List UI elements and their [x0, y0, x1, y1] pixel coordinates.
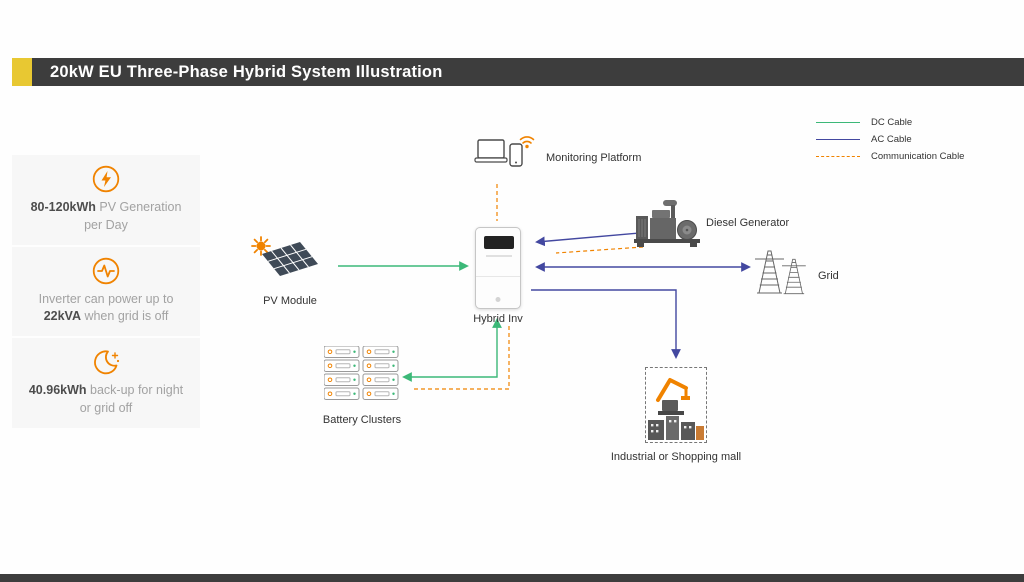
night-moon-icon [94, 350, 120, 375]
dc-cable-battery-to-inverter [402, 318, 502, 382]
diesel-generator [633, 192, 703, 255]
card-backup-power-text: Inverter can power up to 22kVA when grid… [38, 291, 174, 324]
title-bar: 20kW EU Three-Phase Hybrid System Illust… [32, 58, 1024, 86]
legend-item-comm: Communication Cable [816, 148, 964, 165]
pv-module: PV Module [250, 234, 330, 307]
grid-label: Grid [818, 270, 839, 282]
monitoring-platform-label: Monitoring Platform [546, 152, 642, 164]
ac-cable-inverter-to-load [531, 289, 681, 359]
page-title: 20kW EU Three-Phase Hybrid System Illust… [50, 62, 443, 81]
solar-panel-icon [251, 236, 318, 276]
legend-item-dc: DC Cable [816, 114, 964, 131]
comm-cable-generator [555, 246, 644, 254]
hybrid-inverter-label: Hybrid Inv [473, 313, 523, 325]
inverter-body-icon [475, 227, 521, 309]
card-pv-generation: 80-120kWh PV Generation per Day [12, 155, 200, 245]
industrial-load [645, 367, 707, 443]
dc-cable-line-icon [816, 122, 860, 123]
info-cards: 80-120kWh PV Generation per Day Inverter… [12, 155, 200, 430]
grid [755, 247, 811, 300]
pv-module-label: PV Module [263, 295, 317, 307]
power-pulse-icon [92, 257, 120, 284]
battery-modules-icon [323, 345, 399, 400]
hybrid-inverter: Hybrid Inv [473, 227, 523, 325]
legend-dc-label: DC Cable [871, 117, 913, 128]
legend-comm-label: Communication Cable [871, 151, 965, 162]
diesel-generator-icon [634, 200, 700, 247]
lightning-bolt-icon [92, 165, 120, 193]
legend-ac-label: AC Cable [871, 134, 912, 145]
battery-clusters [323, 345, 400, 405]
ac-cable-generator-to-inverter [535, 232, 641, 247]
ac-cable-line-icon [816, 139, 860, 140]
communication-cable-line-icon [816, 156, 860, 157]
accent-square [12, 58, 32, 86]
card-backup-power: Inverter can power up to 22kVA when grid… [12, 246, 200, 336]
card-night-backup-text: 40.96kWh back-up for night or grid off [28, 383, 184, 415]
comm-cable-battery [414, 324, 510, 390]
card-night-backup: 40.96kWh back-up for night or grid off [12, 338, 200, 428]
legend-item-ac: AC Cable [816, 131, 964, 148]
card-pv-generation-text: 80-120kWh PV Generation per Day [30, 200, 182, 232]
inverter-screen [484, 236, 514, 249]
diesel-generator-label: Diesel Generator [706, 217, 790, 229]
monitoring-devices-icon [474, 136, 535, 167]
industrial-crane-buildings-icon [648, 378, 704, 440]
legend: DC Cable AC Cable Communication Cable [816, 114, 964, 165]
transmission-towers-icon [755, 250, 806, 295]
footer-bar [0, 574, 1024, 582]
battery-clusters-label: Battery Clusters [322, 414, 402, 426]
monitoring-platform [474, 134, 538, 181]
industrial-box [645, 367, 707, 443]
industrial-load-label: Industrial or Shopping mall [610, 451, 742, 463]
